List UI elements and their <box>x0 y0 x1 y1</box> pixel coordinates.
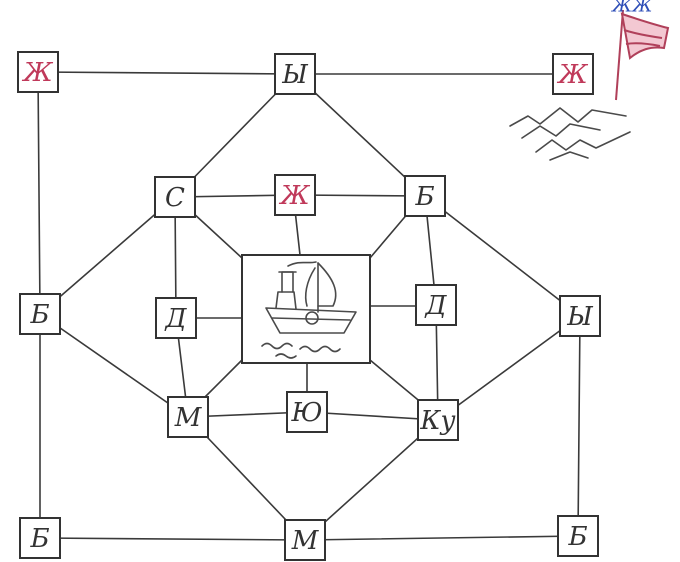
edge-top-left-to-top-mid <box>38 72 295 74</box>
flag-icon <box>616 10 668 100</box>
node-inner-right: Д <box>416 285 456 325</box>
node-top-mid: Ы <box>275 54 315 94</box>
node-bottom-left: Б <box>20 518 60 558</box>
node-letter: Д <box>424 291 447 321</box>
node-left: Б <box>20 294 60 334</box>
node-lower-left: М <box>168 397 208 437</box>
node-letter: Б <box>414 182 434 212</box>
node-letter: М <box>291 526 320 556</box>
node-upper-left: С <box>155 177 195 217</box>
node-upper-mid: Ж <box>275 175 315 215</box>
node-lower-right: Ку <box>418 400 458 440</box>
edge-bottom-right-to-right <box>578 316 580 536</box>
node-letter: М <box>174 403 203 433</box>
node-inner-left: Д <box>156 298 196 338</box>
node-top-right: Ж <box>553 54 593 94</box>
edge-to-ship-7 <box>200 360 242 402</box>
edge-to-ship-6 <box>370 212 409 258</box>
edge-right-to-lower-right <box>438 316 580 420</box>
node-letter: Ж <box>278 181 310 211</box>
node-bottom-right: Б <box>558 516 598 556</box>
edge-bottom-left-to-bottom-mid <box>40 538 305 540</box>
node-letter: Ж <box>556 60 588 90</box>
node-letter: Б <box>567 522 587 552</box>
node-letter: Б <box>29 524 49 554</box>
mountains-waves-icon <box>510 108 630 160</box>
ship-picture <box>242 255 370 363</box>
edge-top-left-to-left <box>38 72 40 314</box>
node-letter: С <box>165 183 185 213</box>
node-letter: Ку <box>419 406 455 436</box>
node-letter: Ы <box>281 60 308 90</box>
node-letter: Ы <box>566 302 593 332</box>
edge-to-ship-1 <box>295 210 300 255</box>
node-bottom-mid: М <box>285 520 325 560</box>
node-letter: Д <box>164 304 187 334</box>
node-right: Ы <box>560 296 600 336</box>
node-letter: Ж <box>21 58 53 88</box>
corner-note-text: ЖЖ <box>610 0 653 17</box>
edge-to-ship-5 <box>192 212 242 258</box>
edge-bottom-mid-to-bottom-right <box>305 536 578 540</box>
node-letter: Б <box>29 300 49 330</box>
node-letter: Ю <box>290 398 322 428</box>
node-lower-mid: Ю <box>287 392 327 432</box>
node-upper-right: Б <box>405 176 445 216</box>
node-top-left: Ж <box>18 52 58 92</box>
edge-to-ship-8 <box>370 360 423 404</box>
